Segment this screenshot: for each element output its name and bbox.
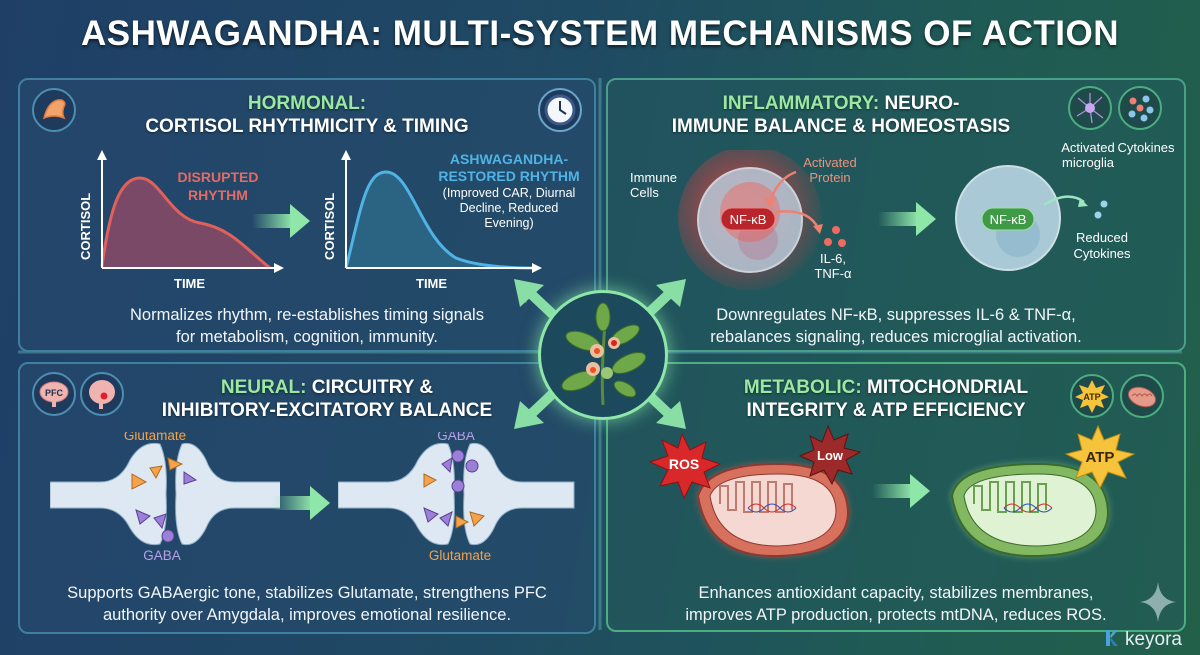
balanced-immune-cell: NF-κB Reduced Cytokines [955, 165, 1131, 271]
healthy-mitochondrion: ATP [950, 424, 1136, 558]
ros-label: ROS [669, 456, 699, 472]
pfc-label: PFC [45, 388, 64, 398]
tnf-label: TNF-α [814, 266, 852, 281]
damaged-mitochondrion: ROS Low [648, 424, 862, 558]
neural-title-accent: NEURAL: [220, 377, 307, 398]
synapse-before: Glutamate GABA [50, 432, 280, 562]
y-axis-label: CORTISOL [78, 193, 93, 260]
restored-label-2: RESTORED RHYTHM [438, 168, 579, 184]
il6-label: IL-6, [820, 251, 846, 266]
x-axis-label: TIME [174, 276, 205, 291]
metabolic-desc-2: improves ATP production, protects mtDNA,… [685, 606, 1107, 624]
atp-label: ATP [1086, 449, 1115, 466]
glutamate-label: Glutamate [124, 432, 186, 443]
nfkb-label: NF-κB [730, 212, 767, 227]
x-axis-label: TIME [416, 276, 447, 291]
clock-icon [538, 88, 582, 132]
inflammatory-title-1: NEURO- [884, 93, 960, 114]
cytokines-label: Cytokines [1117, 140, 1175, 155]
metabolic-title-accent: METABOLIC: [743, 377, 862, 398]
restored-cortisol-chart: CORTISOL TIME ASHWAGANDHA- RESTORED RHYT… [322, 150, 580, 291]
neural-title-2: INHIBITORY-EXCITATORY BALANCE [161, 400, 493, 421]
microglia-icon [1068, 86, 1112, 130]
disrupted-curve [102, 178, 270, 268]
low-label: Low [817, 448, 844, 463]
brand-logo: keyora [1104, 629, 1182, 651]
immune-cells-label-2: Cells [630, 185, 659, 200]
cytokines-icon [1118, 86, 1162, 130]
ros-burst [648, 432, 722, 500]
reduced-cytokines-1: Reduced [1076, 230, 1128, 245]
ashwagandha-plant-emblem [538, 290, 668, 420]
disrupted-label-2: RHYTHM [188, 187, 248, 203]
nfkb-activated-badge [720, 207, 776, 231]
activated-immune-cell: NF-κB Activated Protein IL-6, TNF-α [678, 150, 857, 290]
nfkb-label: NF-κB [990, 212, 1027, 227]
keyora-logo-icon [1105, 630, 1118, 646]
activated-protein-2: Protein [809, 170, 850, 185]
atp-burst [1064, 424, 1136, 490]
inflammatory-desc-2: rebalances signaling, reduces microglial… [710, 328, 1082, 346]
nfkb-balanced-badge [981, 207, 1035, 231]
neural-desc-2: authority over Amygdala, improves emotio… [102, 606, 512, 624]
sparkle-icon [1140, 582, 1176, 622]
hormonal-desc-2: for metabolism, cognition, immunity. [176, 328, 438, 346]
neural-title-1: CIRCUITRY & [311, 377, 434, 398]
inflammatory-panel: INFLAMMATORY: NEURO- IMMUNE BALANCE & HO… [606, 78, 1186, 352]
y-axis-label: CORTISOL [322, 193, 337, 260]
hormonal-title: CORTISOL RHYTHMICITY & TIMING [145, 116, 469, 137]
microglia-label-2: microglia [1061, 155, 1114, 170]
pfc-brain-icon: PFC [32, 372, 76, 416]
metabolic-panel: METABOLIC: MITOCHONDRIAL INTEGRITY & ATP… [606, 362, 1186, 632]
restored-note-3: Evening) [484, 216, 533, 230]
low-burst [798, 424, 862, 486]
amygdala-brain-icon [80, 372, 124, 416]
synapse-after: GABA Glutamate [338, 432, 575, 562]
hormonal-panel: HORMONAL: CORTISOL RHYTHMICITY & TIMING … [18, 78, 596, 352]
transition-arrow [878, 202, 936, 236]
reduced-cytokines-2: Cytokines [1073, 246, 1131, 261]
activated-protein-1: Activated [803, 155, 856, 170]
hormonal-title-accent: HORMONAL: [247, 93, 367, 114]
atp-icon: ATP [1070, 374, 1114, 418]
metabolic-desc-1: Enhances antioxidant capacity, stabilize… [698, 584, 1094, 602]
inflammatory-title-accent: INFLAMMATORY: [722, 93, 880, 114]
neural-panel: PFC NEURAL: CIRCUITRY & INHIBITORY-EXCIT… [18, 362, 596, 634]
inflammatory-title-2: IMMUNE BALANCE & HOMEOSTASIS [671, 116, 1011, 137]
atp-icon-label: ATP [1083, 392, 1100, 402]
restored-label: ASHWAGANDHA- [450, 151, 569, 167]
transition-arrow [272, 486, 330, 520]
gaba-label: GABA [143, 548, 181, 562]
gaba-label: GABA [437, 432, 475, 443]
metabolic-title-1: MITOCHONDRIAL [867, 377, 1029, 398]
microglia-label-1: Activated [1061, 140, 1115, 155]
neural-desc-1: Supports GABAergic tone, stabilizes Glut… [67, 584, 547, 602]
inflammatory-desc-1: Downregulates NF-κB, suppresses IL-6 & T… [716, 306, 1076, 324]
dna-icon [747, 503, 797, 513]
restored-note-1: (Improved CAR, Diurnal [443, 186, 576, 200]
ashwagandha-plant-icon [561, 302, 647, 406]
restored-note-2: Decline, Reduced [460, 201, 559, 215]
brand-name: keyora [1124, 629, 1182, 650]
hormonal-desc-1: Normalizes rhythm, re-establishes timing… [130, 306, 484, 324]
transition-arrow [872, 474, 930, 508]
mitochondria-icon [1120, 374, 1164, 418]
adrenal-gland-icon [32, 88, 76, 132]
disrupted-cortisol-chart: CORTISOL TIME DISRUPTED RHYTHM [78, 150, 284, 291]
transition-arrow [252, 204, 310, 238]
metabolic-title-2: INTEGRITY & ATP EFFICIENCY [746, 400, 1026, 421]
immune-cells-label-1: Immune [630, 170, 677, 185]
page-title: ASHWAGANDHA: MULTI-SYSTEM MECHANISMS OF … [81, 14, 1119, 53]
glutamate-label: Glutamate [429, 548, 491, 562]
disrupted-label: DISRUPTED [178, 169, 259, 185]
dna-icon [1003, 503, 1053, 513]
